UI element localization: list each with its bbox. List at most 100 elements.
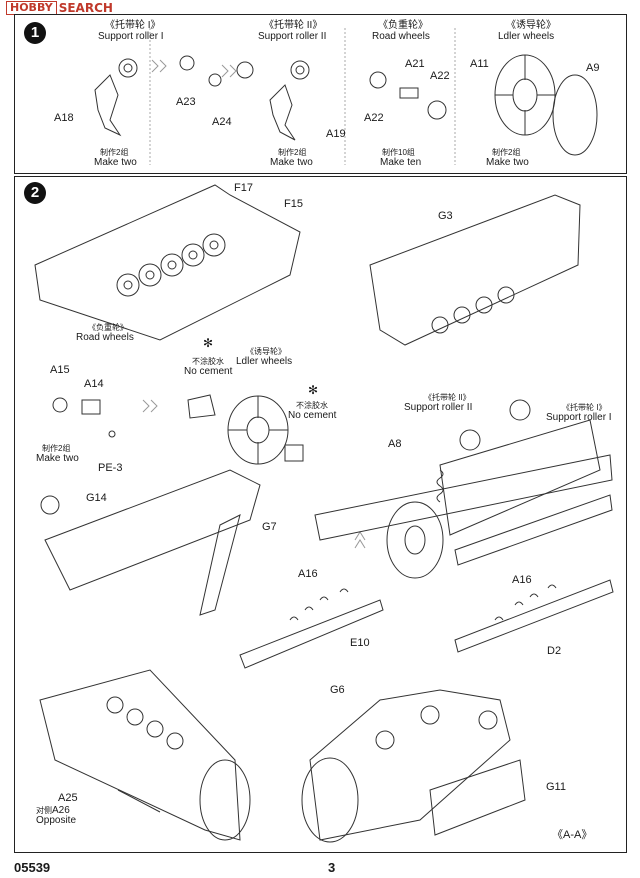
part-d2	[454, 579, 614, 653]
roller2-step2-label: Support roller II	[404, 402, 473, 413]
idler-step2-label: Ldler wheels	[236, 356, 293, 367]
idler-wheels-label: Ldler wheels	[498, 31, 555, 42]
no-cement-label-1: No cement	[184, 366, 233, 377]
no-cement-icon-2: ✻	[308, 383, 319, 397]
support-roller-2-cn: 《托带轮 II》	[264, 20, 323, 31]
support-roller-1-bracket	[94, 74, 122, 137]
support-roller-1-wheel	[118, 58, 138, 78]
support-roller-1-qty-cn: 制作2组	[100, 148, 129, 157]
idler-wheels-qty: Make two	[486, 157, 529, 168]
opposite-cn: 对侧	[36, 806, 52, 815]
part-a15	[52, 397, 68, 413]
spring-a8	[436, 469, 444, 503]
part-g11	[429, 759, 526, 836]
part-label-g3: G3	[438, 210, 453, 222]
part-a14	[81, 399, 101, 415]
road-wheel-cluster-left	[116, 233, 226, 297]
step-2-number: 2	[24, 182, 46, 204]
part-label-d2: D2	[547, 645, 562, 657]
part-a16-right-links	[494, 584, 557, 621]
opposite-a26: 对侧A26	[36, 805, 70, 816]
road-wheels-qty-cn: 制作10组	[382, 148, 415, 157]
support-roller-1-label: Support roller I	[98, 31, 164, 42]
support-roller-2-label: Support roller II	[258, 31, 327, 42]
part-label-f17: F17	[234, 182, 253, 194]
opposite-label: Opposite	[36, 815, 77, 826]
road-wheels-step2-cn: 《负重轮》	[88, 323, 128, 332]
part-label-a21: A21	[405, 58, 425, 70]
support-roller-2-qty: Make two	[270, 157, 313, 168]
idler-cap	[284, 444, 304, 462]
idler-wheels-qty-cn: 制作2组	[492, 148, 521, 157]
part-label-a23: A23	[176, 96, 196, 108]
road-wheel-cluster-right	[431, 286, 515, 334]
part-label-a9: A9	[586, 62, 600, 74]
make-two-cn: 制作2组	[42, 444, 71, 453]
road-wheels-qty: Make ten	[380, 157, 422, 168]
bottom-left-assembly	[39, 669, 241, 841]
step-1-number: 1	[24, 22, 46, 44]
road-wheels-label: Road wheels	[372, 31, 430, 42]
support-roller-2-bracket	[269, 84, 296, 141]
road-wheels-step2-label: Road wheels	[76, 332, 134, 343]
part-pe3	[108, 430, 116, 438]
bottom-right-assembly	[309, 689, 511, 841]
bottom-left-idler	[199, 759, 251, 841]
hull-side-right	[369, 194, 581, 346]
part-label-g6: G6	[330, 684, 345, 696]
part-label-a11: A11	[470, 58, 489, 70]
roller2-step2-cn: 《托带轮 II》	[424, 393, 471, 402]
part-label-a8: A8	[388, 438, 402, 450]
part-label-a22-right: A22	[430, 70, 450, 82]
part-label-g7: G7	[262, 521, 277, 533]
part-label-a25: A25	[58, 792, 78, 804]
idler-wheel-ring	[552, 74, 598, 156]
part-label-a18: A18	[54, 112, 74, 124]
step-1-panel	[14, 14, 627, 174]
bottom-right-idler	[301, 757, 359, 843]
part-label-a16-left: A16	[298, 568, 318, 580]
roller1-step2-label: Support roller I	[546, 412, 612, 423]
part-label-a14: A14	[84, 378, 104, 390]
no-cement-icon-1: ✻	[203, 336, 214, 350]
support-roller-2-wheel	[290, 60, 310, 80]
roller1-step2-cn: 《托带轮 I》	[562, 403, 607, 412]
kit-code: 05539	[14, 860, 51, 875]
support-roller-2-qty-cn: 制作2组	[278, 148, 307, 157]
part-label-a22-left: A22	[364, 112, 384, 124]
watermark-text: SEARCH	[58, 1, 113, 15]
step-2-panel	[14, 176, 627, 853]
part-label-a24: A24	[212, 116, 232, 128]
part-e10	[239, 599, 384, 669]
part-label-pe3: PE-3	[98, 462, 123, 474]
support-roller-1-installed	[509, 399, 531, 421]
part-label-g11: G11	[546, 781, 566, 793]
no-cement-label-2: No cement	[288, 410, 337, 421]
support-roller-1-cn: 《托带轮 I》	[105, 20, 161, 31]
part-label-a26: A26	[52, 805, 70, 816]
no-cement-cn-2: 不涂胶水	[296, 401, 328, 410]
part-label-a15: A15	[50, 364, 70, 376]
support-roller-2-installed	[459, 429, 481, 451]
idler-wheel-right	[386, 501, 444, 579]
idler-mount	[187, 394, 216, 419]
hull-track-right	[314, 454, 613, 541]
part-g14	[40, 495, 60, 515]
part-label-a16-right: A16	[512, 574, 532, 586]
section-mark-a-a: 《A-A》	[552, 829, 593, 841]
idler-wheels-cn: 《诱导轮》	[506, 20, 556, 31]
part-label-a19: A19	[326, 128, 346, 140]
part-a16-left-links	[289, 588, 349, 621]
part-label-e10: E10	[350, 637, 370, 649]
part-a25	[117, 789, 161, 813]
hull-lower-left	[44, 469, 261, 591]
road-wheels-cn: 《负重轮》	[378, 20, 428, 31]
page-number: 3	[328, 860, 336, 875]
support-roller-1-qty: Make two	[94, 157, 137, 168]
support-roller-1-cap	[179, 55, 195, 71]
make-two-label: Make two	[36, 453, 79, 464]
road-wheel-part	[369, 71, 387, 89]
part-label-f15: F15	[284, 198, 303, 210]
no-cement-cn-1: 不涂胶水	[192, 357, 224, 366]
